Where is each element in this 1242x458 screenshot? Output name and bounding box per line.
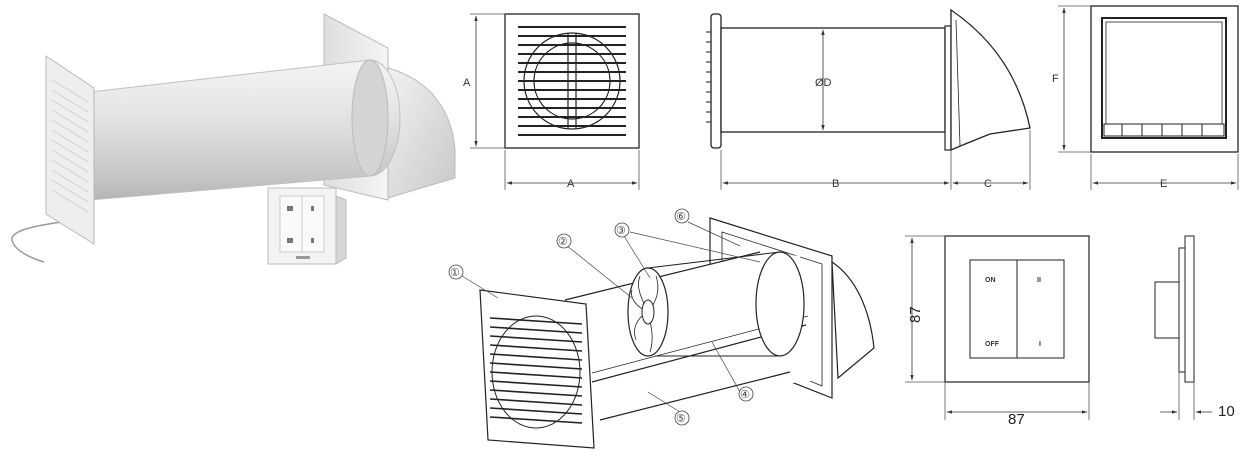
switch-label-speed-2: II (1037, 277, 1041, 284)
dim-label-e: E (1160, 178, 1167, 190)
switch-label-on: ON (985, 277, 996, 284)
dim-label-b: B (832, 178, 839, 190)
part-callout-1: ① (450, 267, 460, 279)
dim-label-diameter: ØD (815, 77, 832, 89)
switch-front-drawing (905, 235, 1090, 420)
part-callout-2: ② (558, 236, 568, 248)
product-photo (11, 13, 456, 265)
dim-label-a-vertical: A (463, 77, 471, 89)
dim-label-switch-depth: 10 (1218, 403, 1235, 420)
part-callout-3: ③ (616, 225, 626, 237)
dim-label-a-horizontal: A (567, 178, 575, 190)
dim-label-switch-width: 87 (1008, 411, 1025, 428)
switch-label-speed-1: I (1039, 341, 1041, 348)
weather-hood (387, 67, 456, 199)
front-grille-plate (45, 55, 95, 245)
part-callout-5: ⑤ (676, 413, 686, 425)
front-view-drawing (470, 13, 640, 190)
part-callout-4: ④ (740, 389, 750, 401)
duct-tube (89, 59, 401, 201)
exploded-view-drawing (448, 208, 875, 449)
switch-label-off: OFF (985, 341, 1000, 348)
dim-label-switch-height: 87 (907, 306, 924, 323)
dim-label-c: C (984, 178, 992, 190)
dim-label-f: F (1052, 73, 1059, 85)
power-cable (11, 221, 63, 263)
wall-switch-photo (267, 187, 347, 265)
switch-side-drawing (1154, 235, 1212, 420)
part-callout-6: ⑥ (676, 211, 686, 223)
side-view-drawing (706, 8, 1031, 190)
rear-view-drawing (1058, 5, 1239, 190)
